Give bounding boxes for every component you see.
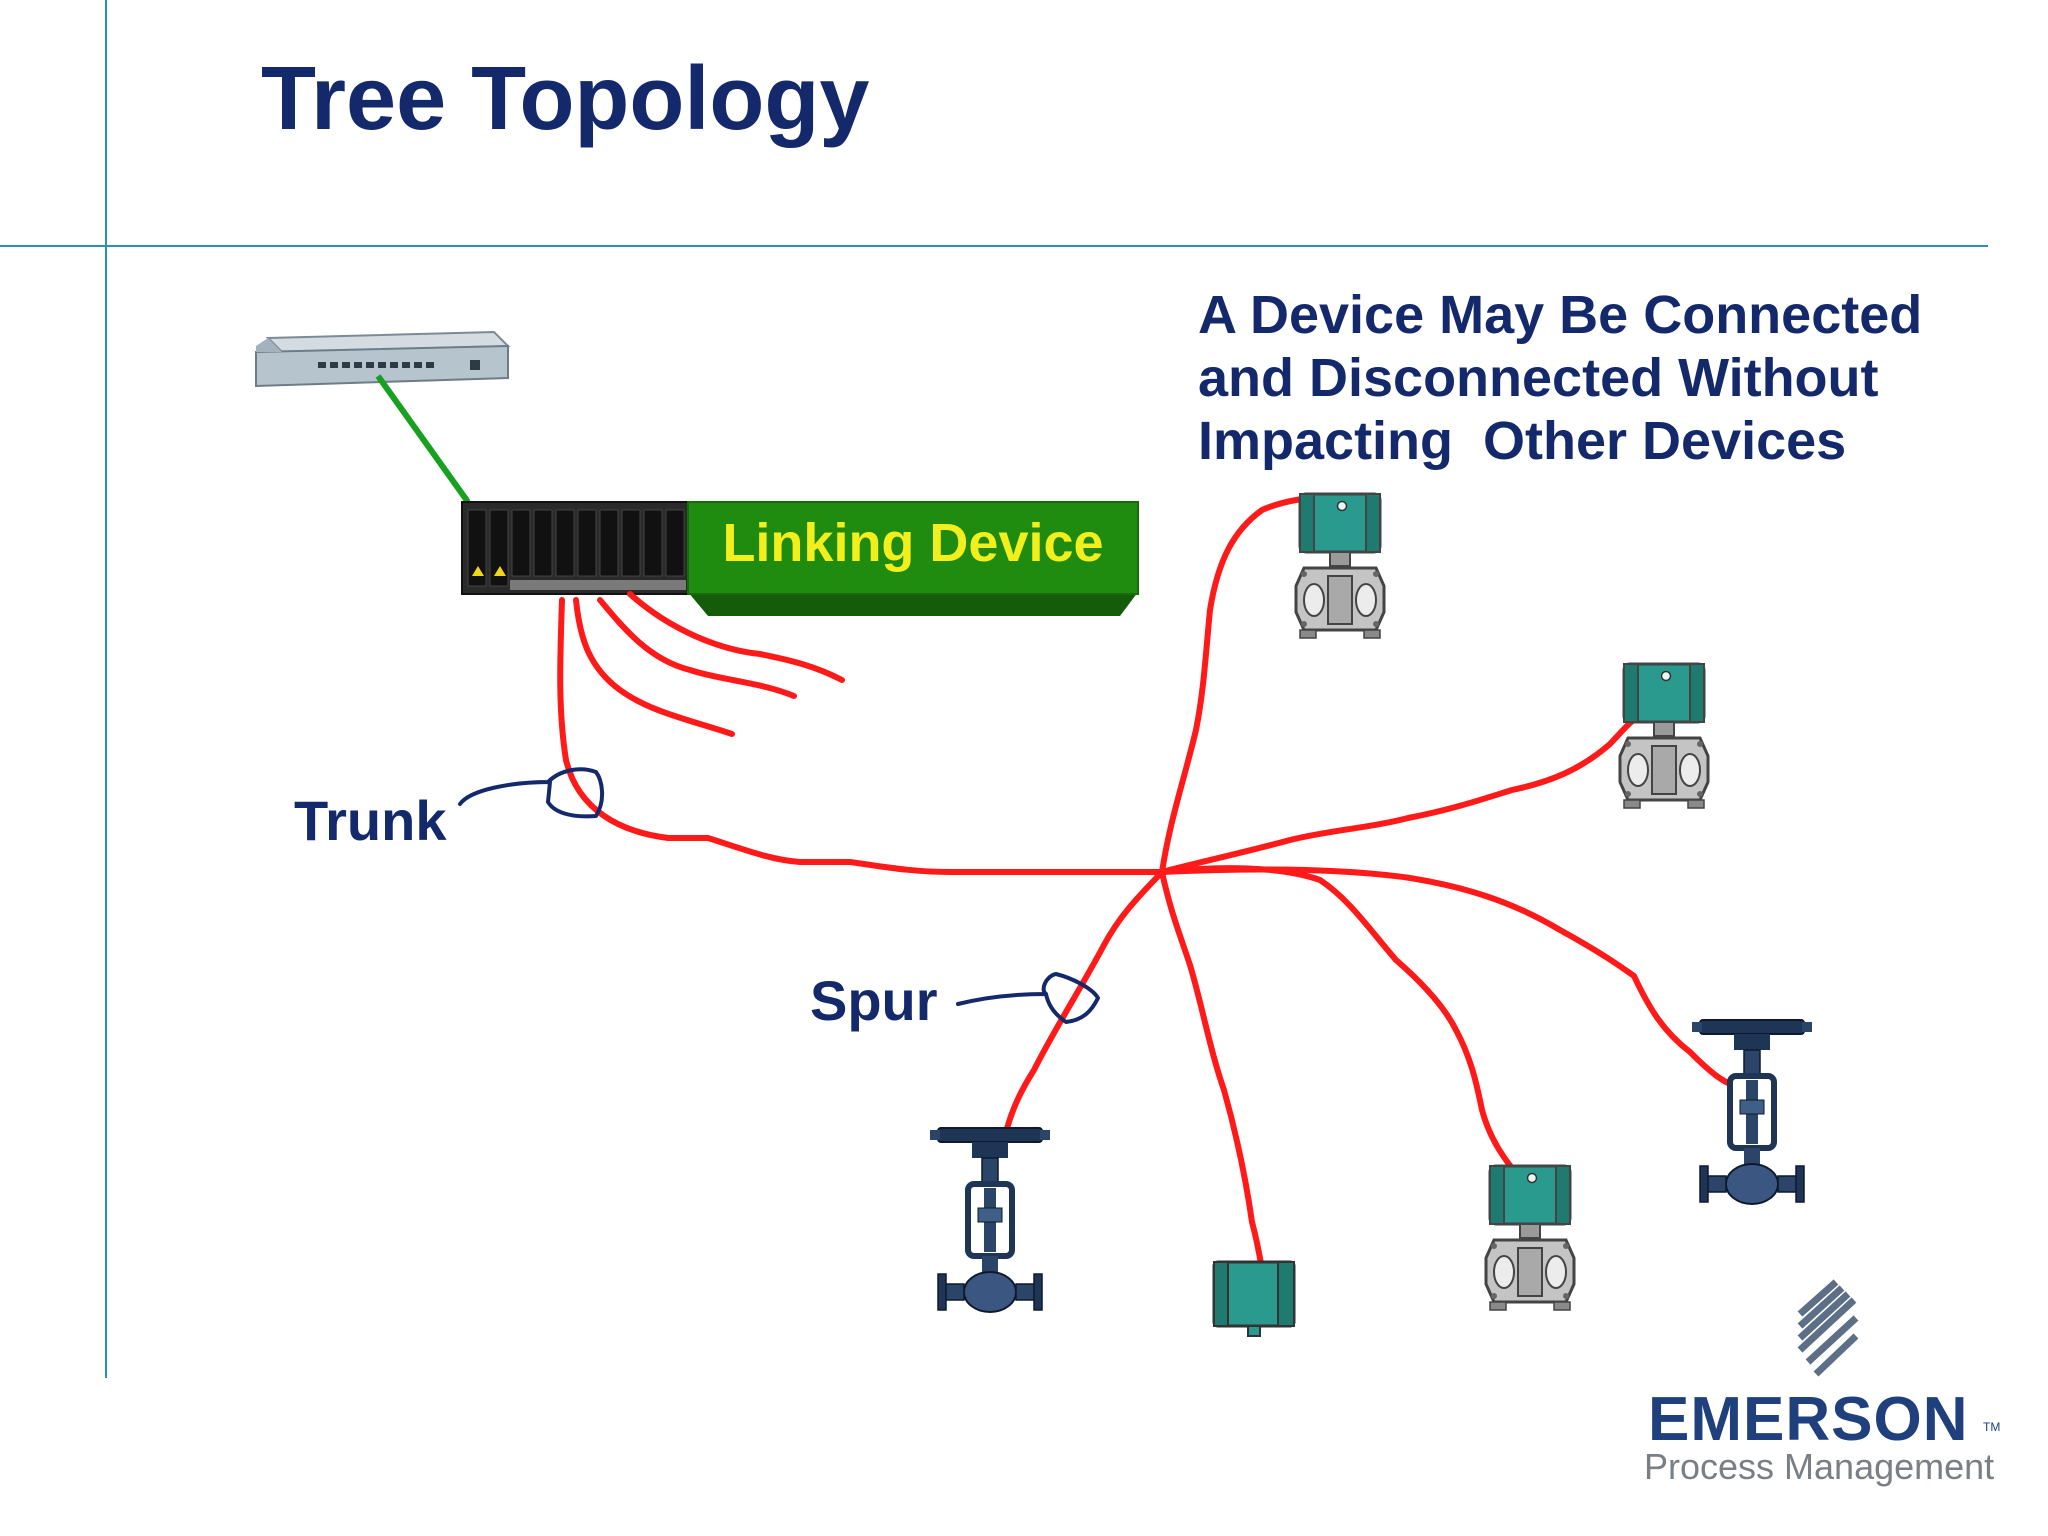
callout-line-3: Impacting Other Devices [1198,411,1847,471]
trunk-pointer [458,767,604,819]
linking-device-banner [687,501,1139,616]
spur-cable-2 [1159,717,1637,875]
emerson-logo-tm: TM [1983,1420,2001,1434]
spur-cable-4 [1159,869,1267,1283]
pressure-transmitter-icon [1294,492,1386,640]
spur-cable-1 [1159,493,1341,875]
callout-line-2: and Disconnected Without [1198,348,1879,408]
callout-text: A Device May Be Connected and Disconnect… [1198,284,2018,473]
unused-spur-1 [573,597,735,737]
control-valve-icon [1692,1020,1812,1204]
spur-cable-3 [1003,869,1165,1135]
unused-spur-2 [597,597,797,699]
linking-device-label: Linking Device [722,513,1104,573]
control-valve-icon [930,1128,1050,1312]
trunk-label: Trunk [294,789,447,852]
emerson-logo-mark [1797,1279,1859,1377]
ethernet-switch [255,330,511,388]
spur-label: Spur [810,969,938,1032]
spur-pointer [956,972,1100,1024]
pressure-transmitter-icon [1618,662,1710,810]
linking-device-hardware [461,501,689,595]
emerson-logo-subtitle: Process Management [1644,1446,1995,1487]
callout-line-1: A Device May Be Connected [1198,285,1923,345]
ethernet-cable [375,374,471,504]
unused-spur-3 [627,591,845,683]
spur-cable-5 [1159,865,1525,1183]
fieldbus-cables [557,493,1747,1283]
pressure-transmitter-icon [1484,1164,1576,1312]
spur-cable-6 [1159,866,1747,1091]
emerson-logo-text: EMERSON [1648,1385,1969,1454]
temperature-transmitter-icon [1212,1260,1296,1338]
slide-title: Tree Topology [261,49,870,149]
trunk-cable [557,597,1163,875]
